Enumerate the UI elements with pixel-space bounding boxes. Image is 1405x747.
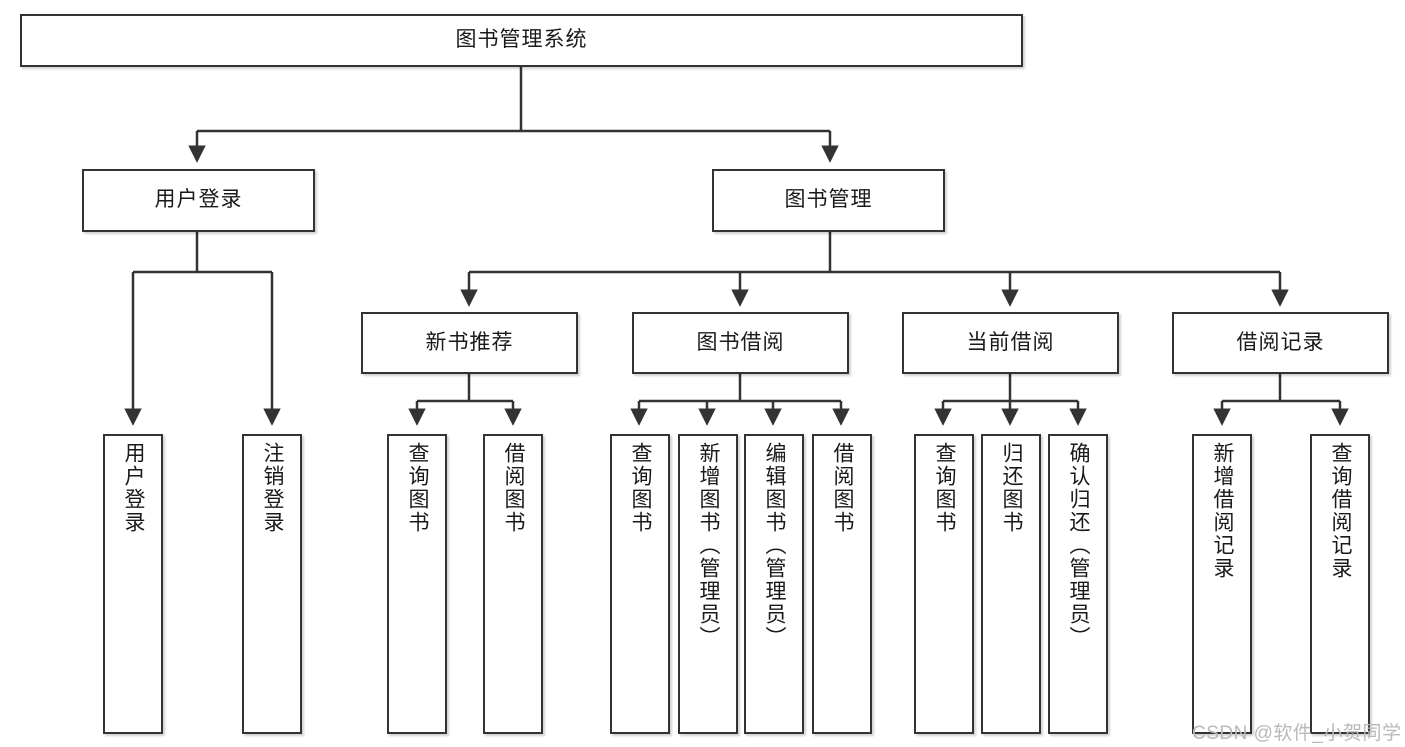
- node-book-borrow-label: 图书借阅: [696, 330, 785, 354]
- leaf-return-book-label: 归还图书: [1000, 442, 1024, 534]
- leaf-edit-book[interactable]: 编辑图书（管理员）: [744, 434, 804, 734]
- leaf-borrow-book-1[interactable]: 借阅图书: [483, 434, 543, 734]
- leaf-user-login-label: 用户登录: [122, 442, 146, 534]
- node-new-book-rec[interactable]: 新书推荐: [361, 312, 578, 374]
- leaf-query-book-2[interactable]: 查询图书: [610, 434, 670, 734]
- leaf-edit-book-label: 编辑图书（管理员）: [763, 442, 787, 649]
- node-current-borrow-label: 当前借阅: [966, 330, 1055, 354]
- node-book-manage[interactable]: 图书管理: [712, 169, 945, 232]
- node-root-label: 图书管理系统: [455, 28, 588, 52]
- node-borrow-record[interactable]: 借阅记录: [1172, 312, 1389, 374]
- leaf-borrow-book-1-label: 借阅图书: [502, 442, 526, 534]
- leaf-return-book[interactable]: 归还图书: [981, 434, 1041, 734]
- leaf-confirm-return[interactable]: 确认归还（管理员）: [1048, 434, 1108, 734]
- leaf-query-book-1-label: 查询图书: [406, 442, 430, 534]
- leaf-user-logout[interactable]: 注销登录: [242, 434, 302, 734]
- leaf-confirm-return-label: 确认归还（管理员）: [1067, 442, 1091, 649]
- leaf-query-record-label: 查询借阅记录: [1329, 442, 1353, 580]
- node-user-login-label: 用户登录: [154, 188, 243, 212]
- leaf-query-book-2-label: 查询图书: [629, 442, 653, 534]
- node-current-borrow[interactable]: 当前借阅: [902, 312, 1119, 374]
- node-book-borrow[interactable]: 图书借阅: [632, 312, 849, 374]
- node-new-book-rec-label: 新书推荐: [425, 330, 514, 354]
- leaf-user-logout-label: 注销登录: [261, 442, 285, 534]
- node-user-login[interactable]: 用户登录: [82, 169, 315, 232]
- leaf-add-record-label: 新增借阅记录: [1211, 442, 1235, 580]
- leaf-query-book-3-label: 查询图书: [933, 442, 957, 534]
- leaf-borrow-book-2-label: 借阅图书: [831, 442, 855, 534]
- leaf-add-record[interactable]: 新增借阅记录: [1192, 434, 1252, 734]
- node-borrow-record-label: 借阅记录: [1236, 330, 1325, 354]
- leaf-add-book-label: 新增图书（管理员）: [697, 442, 721, 649]
- node-book-manage-label: 图书管理: [784, 188, 873, 212]
- leaf-query-book-3[interactable]: 查询图书: [914, 434, 974, 734]
- leaf-query-book-1[interactable]: 查询图书: [387, 434, 447, 734]
- leaf-add-book[interactable]: 新增图书（管理员）: [678, 434, 738, 734]
- leaf-borrow-book-2[interactable]: 借阅图书: [812, 434, 872, 734]
- leaf-user-login[interactable]: 用户登录: [103, 434, 163, 734]
- leaf-query-record[interactable]: 查询借阅记录: [1310, 434, 1370, 734]
- node-root[interactable]: 图书管理系统: [20, 14, 1023, 67]
